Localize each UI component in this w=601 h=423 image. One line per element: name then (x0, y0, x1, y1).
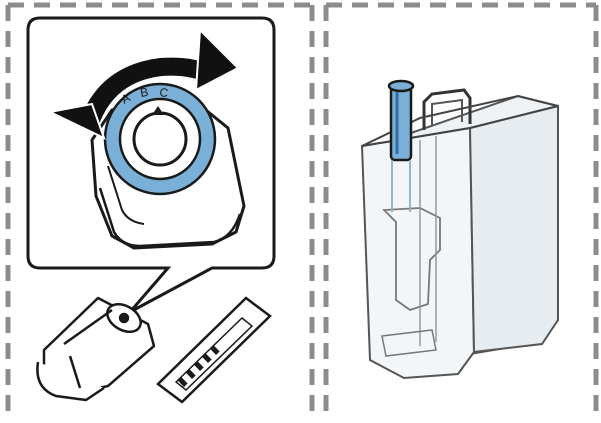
water-tank-icon (360, 79, 559, 380)
tank-filter-tube (387, 79, 415, 212)
rotation-arrow-head-right (194, 27, 240, 92)
test-strip-inner (174, 317, 254, 391)
rotation-arrow-head-left (46, 102, 106, 140)
filter-seam (63, 308, 113, 346)
tank-handle (422, 88, 472, 130)
tank-filter-housing (381, 207, 441, 311)
tank-inner-column (419, 136, 437, 346)
test-strip-pads (177, 345, 220, 387)
dial-center (132, 111, 188, 167)
hardness-test-strip-icon (156, 296, 272, 404)
rotation-arrow-band (78, 57, 212, 134)
tank-front (360, 126, 476, 380)
water-hardness-dial-icon: A B C (90, 82, 246, 250)
filter-top-dot (118, 312, 130, 324)
filter-tube-top (387, 79, 415, 93)
filter-tube-body (389, 84, 413, 162)
filter-base (36, 361, 105, 402)
curved-double-arrow-icon (46, 27, 240, 140)
filter-tube-extension (391, 160, 411, 212)
panel-frames (5, 2, 599, 418)
dial-body-ridge (107, 165, 145, 225)
dial-body-lower (98, 187, 242, 248)
dial-label-c: C (159, 85, 170, 100)
zoom-callout: A B C (26, 16, 276, 314)
tank-side (468, 104, 559, 354)
tank-bottom-detail (381, 329, 437, 357)
dial-indicator-triangle (152, 106, 164, 115)
dial-label-b: B (139, 85, 149, 100)
filter-seam-2 (68, 355, 82, 389)
water-filter-icon (36, 296, 156, 402)
rotation-arrow-highlight (103, 79, 161, 119)
